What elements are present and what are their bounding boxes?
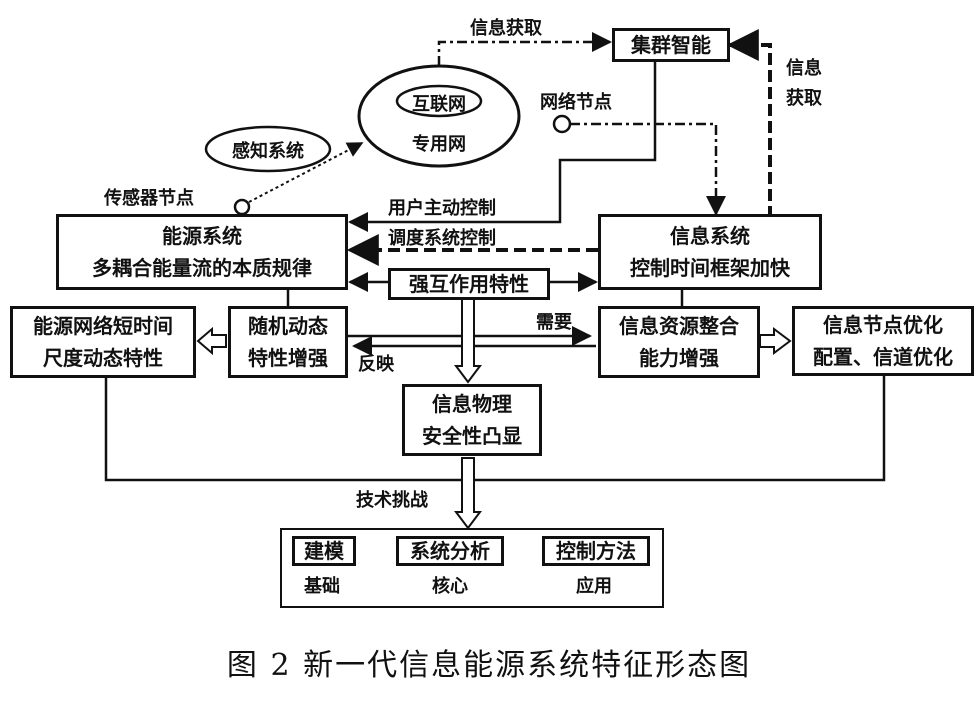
modeling-box: 建模 bbox=[292, 536, 356, 566]
internet-label: 互联网 bbox=[412, 94, 466, 115]
internet-ellipse bbox=[395, 84, 483, 118]
strong-interaction-box: 强互作用特性 bbox=[388, 268, 550, 300]
network-node-line bbox=[570, 122, 726, 216]
random-line1: 随机动态 bbox=[248, 314, 328, 338]
perception-ellipse bbox=[204, 125, 332, 173]
node-opt-line1: 信息节点优化 bbox=[823, 313, 943, 337]
resource-line2: 能力增强 bbox=[639, 346, 719, 370]
cluster-intelligence-label: 集群智能 bbox=[631, 33, 711, 57]
tech-challenge-label: 技术挑战 bbox=[356, 490, 428, 511]
random-line2: 特性增强 bbox=[248, 346, 328, 370]
hollow-arrow-left bbox=[196, 326, 227, 356]
analysis-box: 系统分析 bbox=[396, 536, 504, 566]
modeling-label: 建模 bbox=[304, 539, 344, 563]
resource-line1: 信息资源整合 bbox=[619, 314, 739, 338]
dispatch-control-label: 调度系统控制 bbox=[388, 228, 496, 249]
application-label: 应用 bbox=[576, 576, 612, 597]
cluster-intelligence-box: 集群智能 bbox=[612, 28, 730, 62]
info-acquire-top-line bbox=[437, 32, 612, 66]
energy-system-title: 能源系统 bbox=[162, 224, 242, 248]
info-resource-box: 信息资源整合 能力增强 bbox=[598, 306, 760, 378]
grid-short-timescale-box: 能源网络短时间 尺度动态特性 bbox=[10, 306, 196, 378]
perception-label: 感知系统 bbox=[232, 141, 304, 162]
cps-line2: 安全性凸显 bbox=[422, 424, 522, 448]
grid-short-line2: 尺度动态特性 bbox=[43, 346, 163, 370]
figure-caption: 图 2 新一代信息能源系统特征形态图 bbox=[226, 648, 752, 683]
network-node-circle bbox=[552, 114, 572, 134]
hollow-arrow-down-cps bbox=[454, 297, 482, 384]
network-node-label: 网络节点 bbox=[540, 92, 612, 113]
random-dynamics-box: 随机动态 特性增强 bbox=[228, 306, 348, 378]
foundation-label: 基础 bbox=[304, 576, 340, 597]
info-acquire-right-label-2: 获取 bbox=[786, 88, 822, 109]
control-method-label: 控制方法 bbox=[556, 539, 636, 563]
info-acquire-top-label: 信息获取 bbox=[470, 18, 542, 39]
user-control-line bbox=[348, 58, 657, 232]
info-system-subtitle: 控制时间框架加快 bbox=[630, 256, 790, 280]
sensor-node-circle bbox=[233, 198, 251, 216]
core-label: 核心 bbox=[432, 576, 468, 597]
info-system-box: 信息系统 控制时间框架加快 bbox=[598, 214, 822, 290]
energy-system-subtitle: 多耦合能量流的本质规律 bbox=[92, 256, 312, 280]
sensor-node-label: 传感器节点 bbox=[104, 188, 194, 209]
reflect-label: 反映 bbox=[358, 354, 394, 375]
cps-line1: 信息物理 bbox=[432, 392, 512, 416]
collect-line bbox=[104, 376, 886, 482]
energy-system-box: 能源系统 多耦合能量流的本质规律 bbox=[56, 214, 348, 290]
info-acquire-right-label-1: 信息 bbox=[786, 58, 822, 79]
hollow-arrow-right bbox=[759, 327, 792, 355]
node-opt-line2: 配置、信道优化 bbox=[813, 345, 953, 369]
info-acquire-right-line bbox=[726, 29, 772, 218]
analysis-label: 系统分析 bbox=[410, 539, 490, 563]
strong-interaction-label: 强互作用特性 bbox=[409, 272, 529, 296]
need-label: 需要 bbox=[536, 312, 572, 333]
grid-short-line1: 能源网络短时间 bbox=[33, 314, 173, 338]
cps-security-box: 信息物理 安全性凸显 bbox=[402, 384, 542, 456]
info-node-optimize-box: 信息节点优化 配置、信道优化 bbox=[792, 306, 974, 376]
user-control-label: 用户主动控制 bbox=[388, 198, 496, 219]
control-method-box: 控制方法 bbox=[542, 536, 650, 566]
private-net-label: 专用网 bbox=[412, 134, 466, 155]
hollow-arrow-down-challenge bbox=[454, 457, 482, 530]
info-system-title: 信息系统 bbox=[670, 224, 750, 248]
